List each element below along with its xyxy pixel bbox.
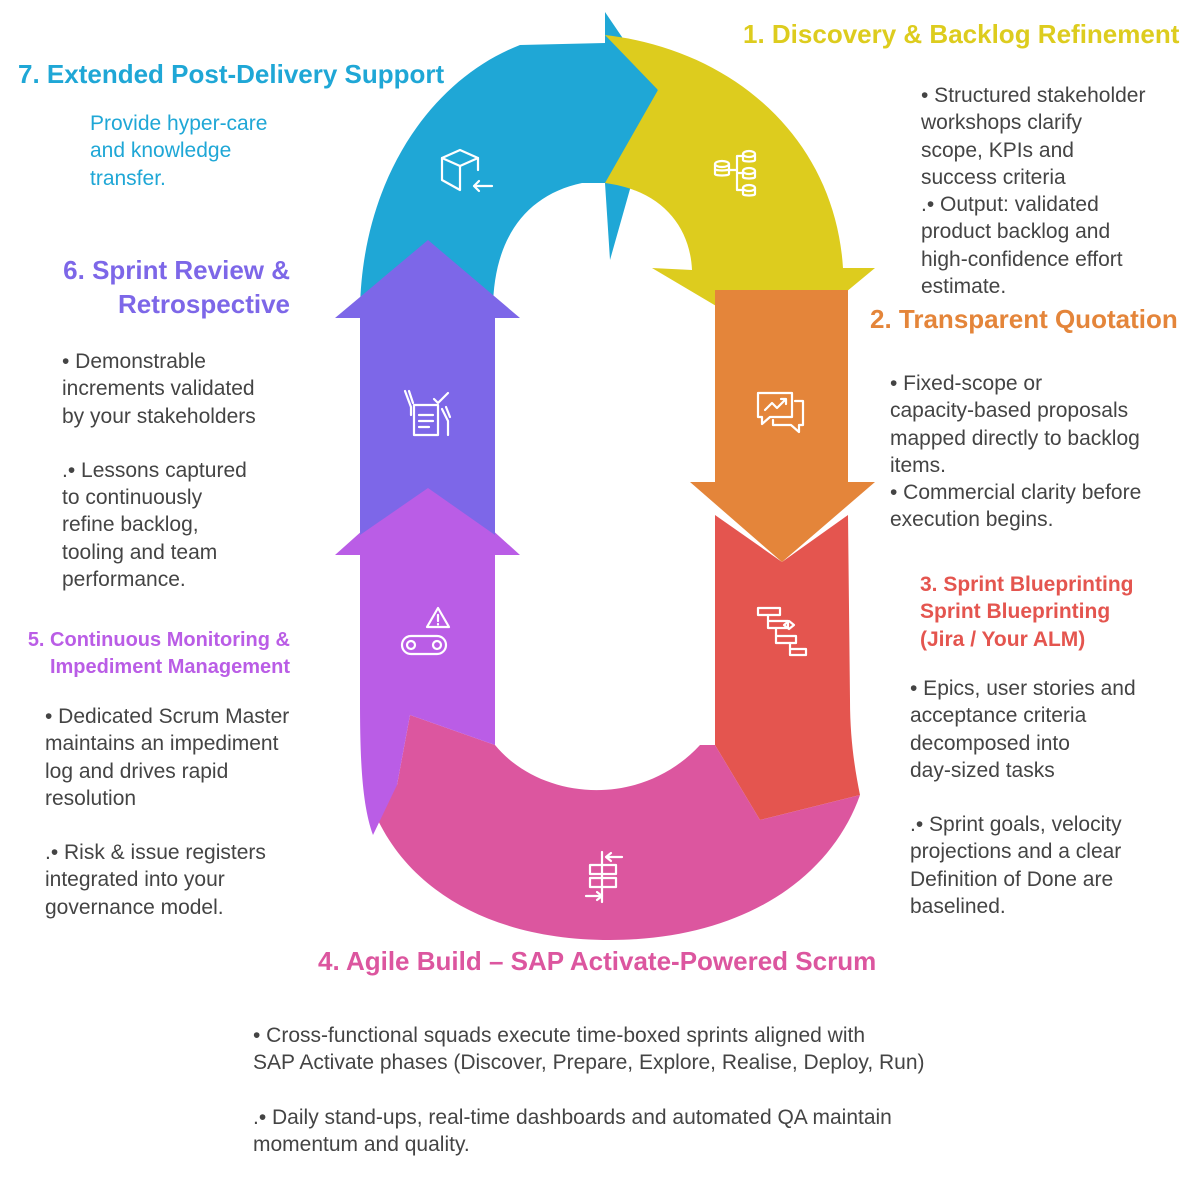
- step-6-title-line: 6. Sprint Review &: [63, 255, 290, 285]
- step-1-description: • Structured stakeholder workshops clari…: [921, 82, 1145, 300]
- chart-chat-icon: [755, 388, 807, 440]
- step-6-line: refine backlog,: [62, 513, 199, 537]
- step-3-title-line: Sprint Blueprinting: [920, 600, 1111, 624]
- box-return-icon: [440, 146, 494, 198]
- step-1-line: scope, KPIs and: [921, 138, 1074, 162]
- cycle-segment-3: [715, 515, 860, 820]
- align-arrows-icon: [580, 850, 632, 904]
- step-5-title-line: Impediment Management: [49, 656, 290, 679]
- step-5-line: maintains an impediment: [45, 732, 279, 756]
- step-3-line: baselined.: [910, 895, 1006, 919]
- step-2-description: • Fixed-scope or capacity-based proposal…: [890, 370, 1141, 534]
- step-3-line: • Epics, user stories and: [910, 677, 1136, 700]
- step-2-line: • Fixed-scope or: [890, 372, 1043, 395]
- step-3-line: day-sized tasks: [910, 758, 1055, 782]
- cycle-segment-7: [360, 12, 658, 310]
- step-6-title-line: Retrospective: [118, 289, 290, 319]
- step-5-line: integrated into your: [45, 868, 225, 892]
- step-4-title: 4. Agile Build – SAP Activate-Powered Sc…: [318, 946, 877, 976]
- step-4-line: momentum and quality.: [253, 1132, 470, 1156]
- step-1-line: workshops clarify: [921, 111, 1083, 135]
- step-7-line: Provide hyper-care: [90, 112, 268, 135]
- step-3-line: acceptance criteria: [910, 704, 1087, 728]
- step-6-description: • Demonstrable increments validated by y…: [62, 348, 256, 593]
- step-1-line: product backlog and: [921, 220, 1111, 244]
- step-3-title: 3. Sprint Blueprinting Sprint Blueprinti…: [920, 571, 1134, 653]
- step-6-line: tooling and team: [62, 540, 218, 564]
- step-4-line: SAP Activate phases (Discover, Prepare, …: [253, 1051, 925, 1075]
- step-3-line: Definition of Done are: [910, 867, 1114, 891]
- step-3-line: projections and a clear: [910, 840, 1122, 864]
- step-5-line: governance model.: [45, 895, 224, 919]
- checklist-hand-icon: [402, 387, 454, 439]
- step-1-line: • Structured stakeholder: [921, 84, 1146, 107]
- step-7-description: Provide hyper-care and knowledge transfe…: [90, 110, 267, 192]
- step-1-line: high-confidence effort: [921, 247, 1123, 271]
- step-5-line: .• Risk & issue registers: [45, 841, 266, 865]
- step-6-line: increments validated: [62, 377, 255, 401]
- step-3-line: .• Sprint goals, velocity: [910, 813, 1122, 837]
- step-1-line: estimate.: [921, 275, 1007, 299]
- step-2-title: 2. Transparent Quotation: [870, 304, 1178, 334]
- step-5-description: • Dedicated Scrum Master maintains an im…: [45, 703, 289, 921]
- step-1-line: success criteria: [921, 165, 1066, 189]
- step-6-line: .• Lessons captured: [62, 458, 247, 482]
- step-6-line: performance.: [62, 568, 186, 592]
- step-7-title: 7. Extended Post-Delivery Support: [18, 59, 445, 89]
- step-3-title-line: 3. Sprint Blueprinting: [920, 573, 1134, 596]
- step-3-description: • Epics, user stories and acceptance cri…: [910, 675, 1136, 920]
- step-2-line: • Commercial clarity before: [890, 481, 1142, 505]
- step-5-title: 5. Continuous Monitoring & Impediment Ma…: [10, 627, 290, 682]
- step-4-description: • Cross-functional squads execute time-b…: [253, 1022, 925, 1158]
- database-hierarchy-icon: [712, 146, 764, 198]
- step-5-line: resolution: [45, 786, 137, 810]
- step-2-line: execution begins.: [890, 508, 1054, 532]
- step-3-line: decomposed into: [910, 731, 1070, 755]
- step-7-line: and knowledge: [90, 139, 232, 163]
- step-6-line: to continuously: [62, 486, 203, 510]
- step-1-title: 1. Discovery & Backlog Refinement: [743, 19, 1180, 49]
- step-7-line: transfer.: [90, 166, 166, 190]
- step-2-line: mapped directly to backlog: [890, 426, 1140, 450]
- step-5-line: • Dedicated Scrum Master: [45, 705, 290, 728]
- warning-conveyor-icon: [400, 606, 452, 658]
- step-4-line: .• Daily stand-ups, real-time dashboards…: [253, 1105, 892, 1129]
- step-2-line: items.: [890, 453, 947, 477]
- step-6-line: by your stakeholders: [62, 404, 256, 428]
- step-5-title-line: 5. Continuous Monitoring &: [27, 629, 290, 651]
- step-4-line: • Cross-functional squads execute time-b…: [253, 1024, 865, 1047]
- cycle-segment-4: [365, 715, 860, 940]
- cycle-segment-6: [335, 240, 520, 535]
- step-5-line: log and drives rapid: [45, 759, 229, 783]
- step-6-title: 6. Sprint Review & Retrospective: [20, 253, 290, 321]
- step-3-title-line: (Jira / Your ALM): [920, 627, 1086, 651]
- gantt-chart-icon: [756, 604, 808, 657]
- step-1-line: .• Output: validated: [921, 193, 1099, 217]
- step-6-line: • Demonstrable: [62, 350, 206, 373]
- step-2-line: capacity-based proposals: [890, 399, 1129, 423]
